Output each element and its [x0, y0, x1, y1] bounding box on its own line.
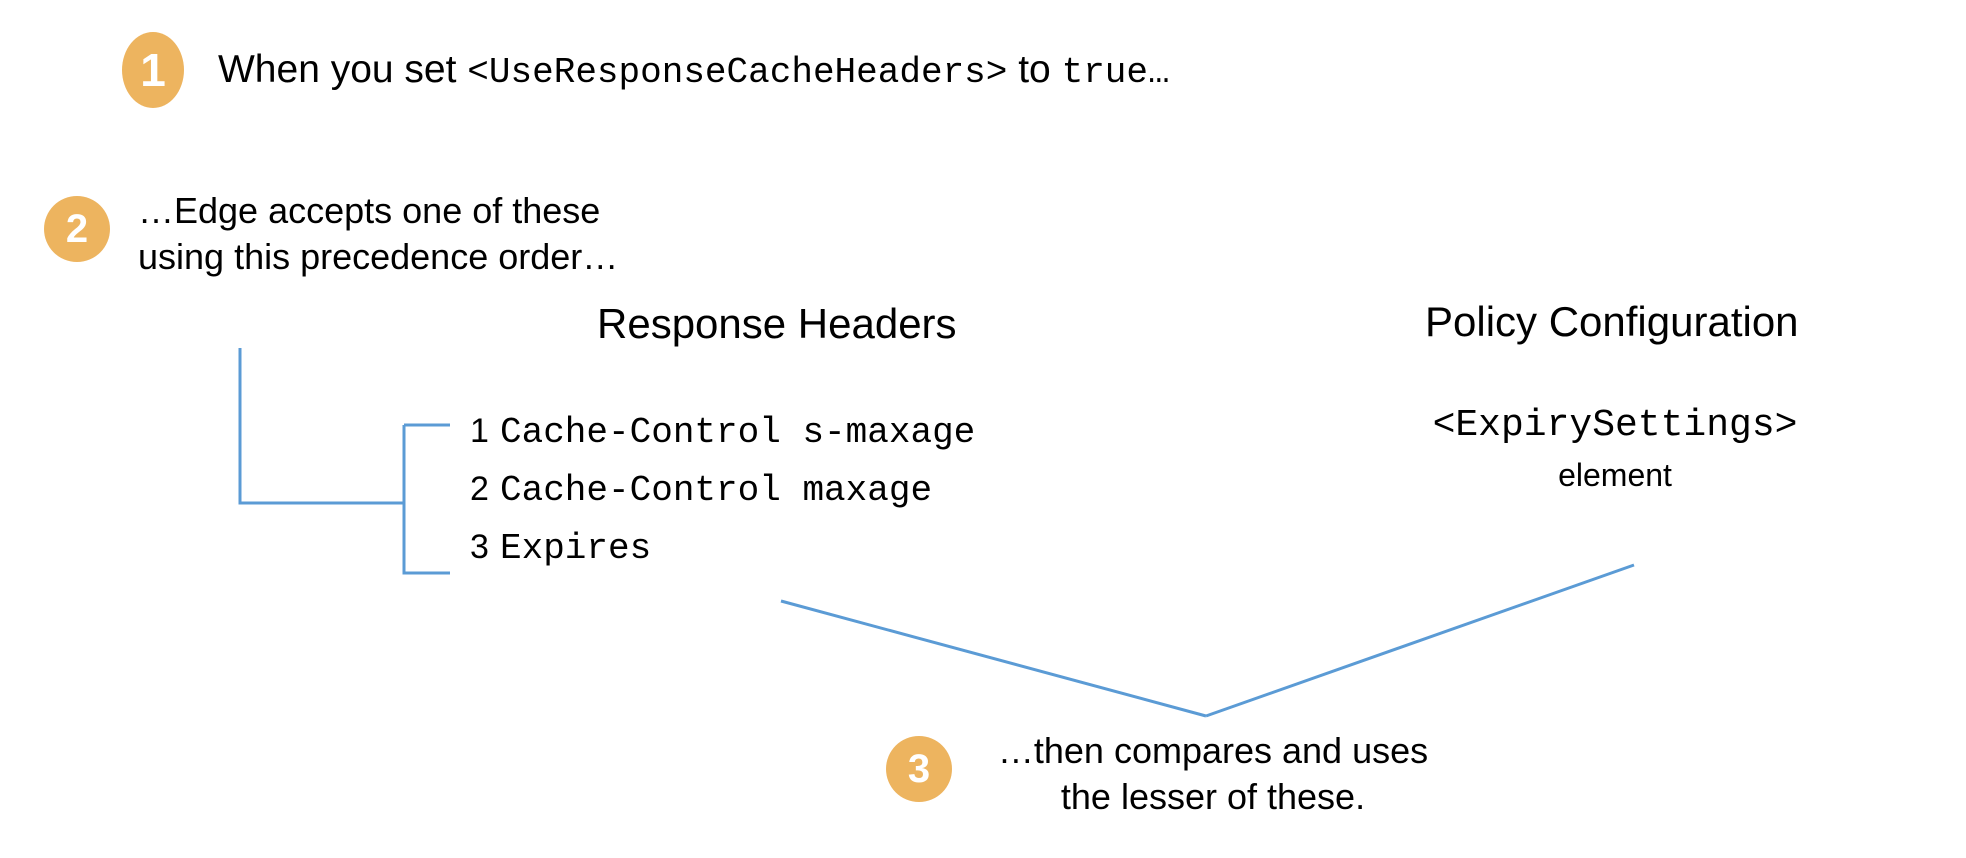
policy-configuration-heading: Policy Configuration — [1425, 298, 1799, 345]
list-item-number: 2 — [470, 470, 489, 508]
comparison-merge-lines-icon — [780, 563, 1635, 718]
precedence-brace-icon — [238, 348, 450, 575]
step-2-caption: …Edge accepts one of these using this pr… — [138, 190, 619, 277]
step-3-line-2: the lesser of these. — [1060, 776, 1366, 817]
list-item-number: 1 — [470, 412, 489, 450]
step-badge-1: 1 — [122, 32, 184, 108]
step-3-caption: …then compares and uses the lesser of th… — [978, 728, 1448, 820]
step-1-text-middle: to — [1007, 48, 1062, 91]
step-1-code-value: true… — [1061, 52, 1170, 93]
step-badge-2: 2 — [44, 196, 110, 262]
list-item: 3 Expires — [470, 528, 975, 586]
list-item-value: Cache-Control maxage — [500, 470, 933, 511]
list-item-value: Cache-Control s-maxage — [500, 412, 976, 453]
list-item: 2 Cache-Control maxage — [470, 470, 975, 528]
list-item-number: 3 — [470, 528, 489, 566]
step-badge-1-label: 1 — [140, 44, 166, 96]
policy-element-tag: <ExpirySettings> — [1432, 404, 1798, 447]
policy-element-block: <ExpirySettings> element — [1425, 400, 1805, 498]
step-3-line-1: …then compares and uses — [997, 730, 1429, 771]
step-1-text-prefix: When you set — [218, 48, 468, 91]
step-badge-3-label: 3 — [907, 747, 931, 791]
policy-element-label: element — [1558, 457, 1672, 493]
step-badge-2-label: 2 — [65, 207, 89, 251]
step-badge-3: 3 — [886, 736, 952, 802]
list-item: 1 Cache-Control s-maxage — [470, 412, 975, 470]
response-headers-heading: Response Headers — [597, 300, 957, 347]
step-1-caption: When you set <UseResponseCacheHeaders> t… — [218, 44, 1170, 99]
step-1-code-element: <UseResponseCacheHeaders> — [467, 52, 1008, 93]
precedence-list: 1 Cache-Control s-maxage 2 Cache-Control… — [470, 412, 975, 586]
list-item-value: Expires — [500, 528, 652, 569]
